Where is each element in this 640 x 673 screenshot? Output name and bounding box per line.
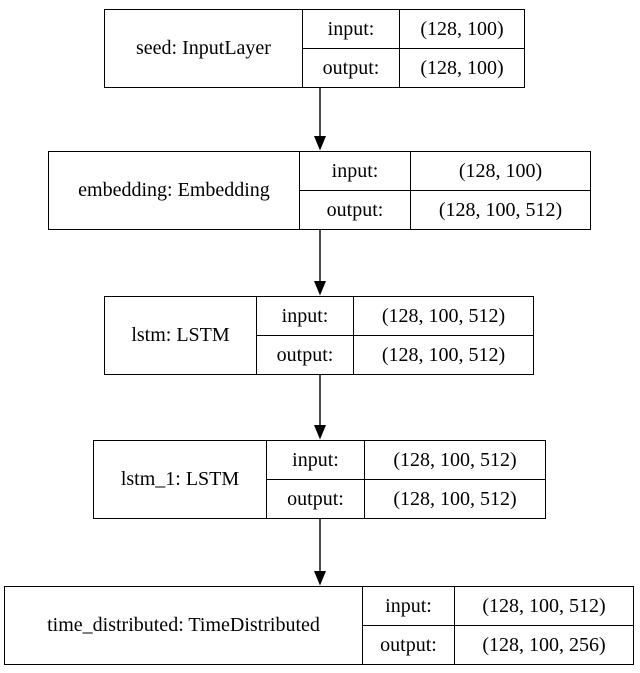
output-shape: (128, 100, 512): [393, 487, 517, 510]
layer-node-time-distributed: time_distributed: TimeDistributed input:…: [4, 586, 634, 665]
edge-arrow-embedding-to-lstm: [314, 230, 326, 296]
input-label: input:: [303, 10, 399, 49]
layer-name: embedding: Embedding: [49, 152, 300, 229]
input-label: input:: [300, 152, 410, 191]
layer-node-lstm: lstm: LSTM input: output: (128, 100, 512…: [104, 296, 534, 375]
input-label: input:: [363, 587, 454, 626]
edge-arrow-seed-to-embedding: [314, 88, 326, 151]
input-shape: (128, 100): [411, 152, 590, 191]
input-shape: (128, 100, 512): [455, 587, 633, 626]
output-shape: (128, 100, 512): [381, 343, 506, 366]
output-shape: (128, 100, 256): [482, 633, 606, 656]
layer-name: lstm: LSTM: [105, 297, 257, 374]
input-shape: (128, 100, 512): [354, 297, 533, 336]
output-label: output:: [322, 56, 380, 79]
output-shape: (128, 100, 512): [438, 198, 563, 221]
input-label: input:: [257, 297, 353, 336]
output-label: output:: [380, 633, 437, 656]
layer-node-seed: seed: InputLayer input: output: (128, 10…: [104, 9, 525, 88]
edge-arrow-lstm-1-to-time-distributed: [314, 519, 326, 586]
output-label: output:: [326, 198, 384, 221]
layer-name: lstm_1: LSTM: [94, 441, 267, 518]
layer-name: seed: InputLayer: [105, 10, 303, 87]
output-label: output:: [287, 487, 344, 510]
output-label: output:: [276, 343, 334, 366]
layer-node-embedding: embedding: Embedding input: output: (128…: [48, 151, 591, 230]
input-label: input:: [267, 441, 364, 480]
layer-node-lstm-1: lstm_1: LSTM input: output: (128, 100, 5…: [93, 440, 546, 519]
output-shape: (128, 100): [420, 56, 504, 79]
edge-arrow-lstm-to-lstm-1: [314, 375, 326, 440]
input-shape: (128, 100): [400, 10, 524, 49]
input-shape: (128, 100, 512): [365, 441, 545, 480]
layer-name: time_distributed: TimeDistributed: [5, 587, 363, 664]
